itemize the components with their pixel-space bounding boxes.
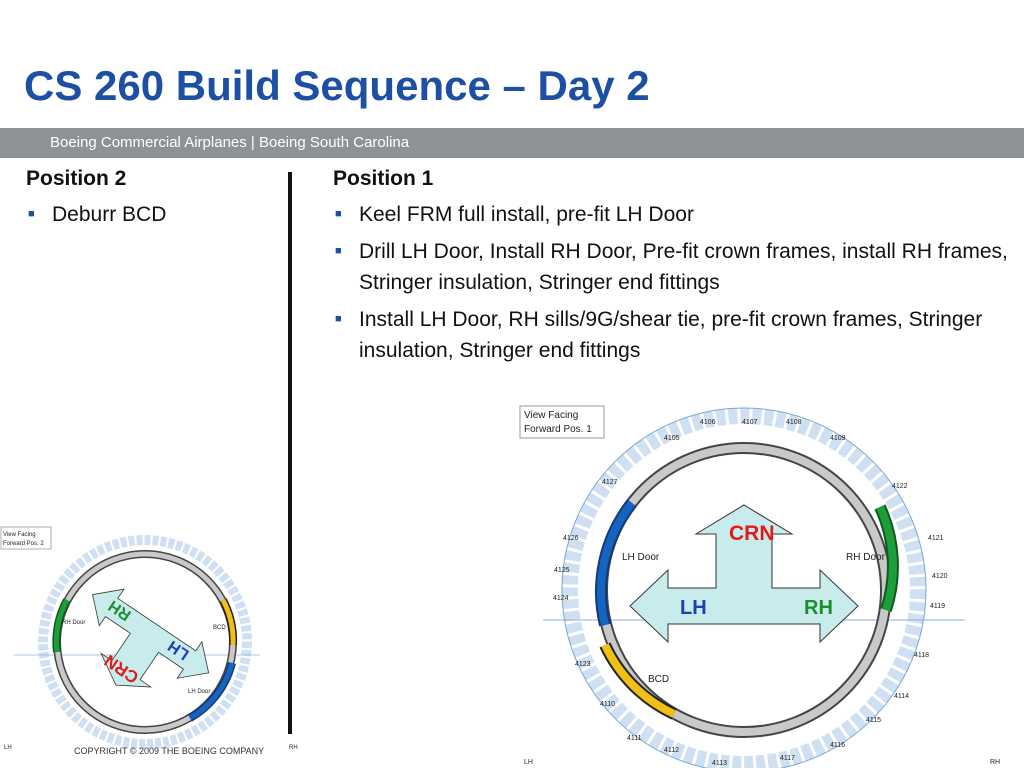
list-item: ■ Drill LH Door, Install RH Door, Pre-fit… — [333, 236, 1023, 298]
bullet-square-icon: ■ — [335, 245, 342, 257]
view-label-box — [0, 526, 52, 550]
station-label: 4115 — [866, 717, 881, 724]
bcd-arc-fill — [220, 598, 236, 646]
direction-arrow — [92, 588, 210, 688]
station-label: 4126 — [563, 535, 579, 542]
side-label-rh: RH — [990, 759, 1000, 766]
bullet-square-icon: ■ — [335, 313, 342, 325]
station-label: 4127 — [602, 479, 618, 486]
station-label: 4117 — [780, 755, 795, 762]
rh-door-arc-fill — [53, 598, 70, 653]
list-item: ■ Deburr BCD — [26, 199, 276, 230]
lh-door-arc-fill — [188, 662, 235, 721]
station-label: 4120 — [932, 573, 948, 580]
position-1-heading: Position 1 — [333, 167, 434, 190]
rh-door-label: RH Door — [62, 620, 85, 626]
side-label-rh: RH — [289, 745, 298, 751]
frame-segment-band — [38, 535, 252, 749]
frame-segment-outline — [561, 407, 927, 768]
bullet-text: Drill LH Door, Install RH Door, Pre-fit … — [359, 240, 1008, 294]
lh-door-arc-fill — [597, 500, 636, 626]
header-banner: Boeing Commercial Airplanes | Boeing Sou… — [0, 128, 1024, 158]
position-2-fuselage-diagram: View Facing Forward Pos. 2 CRN LH RH RH … — [0, 526, 298, 751]
station-label: 4118 — [914, 652, 929, 659]
view-label-line1: View Facing — [524, 410, 578, 421]
station-label: 4105 — [664, 435, 680, 442]
bcd-arc-fill — [601, 643, 676, 718]
side-label-lh: LH — [524, 759, 533, 766]
lh-door-label: LH Door — [188, 689, 210, 695]
position-2-bullets: ■ Deburr BCD — [26, 199, 276, 230]
station-label: 4116 — [830, 742, 845, 749]
station-label: 4111 — [627, 735, 642, 742]
station-label: 4107 — [742, 419, 758, 426]
copyright-notice: COPYRIGHT © 2009 THE BOEING COMPANY — [74, 746, 265, 756]
position-2-column: Position 2 ■ Deburr BCD — [26, 167, 276, 236]
bullet-text: Install LH Door, RH sills/9G/shear tie, … — [359, 308, 983, 362]
column-divider — [288, 172, 292, 734]
station-label: 4112 — [664, 747, 679, 754]
position-1-bullets: ■Keel FRM full install, pre-fit LH Door … — [333, 199, 1023, 366]
banner-text: Boeing Commercial Airplanes | Boeing Sou… — [50, 134, 410, 151]
station-label: 4125 — [554, 567, 570, 574]
direction-arrow — [629, 504, 859, 644]
view-label-box — [519, 405, 605, 439]
list-item: ■ Install LH Door, RH sills/9G/shear tie,… — [333, 304, 1023, 366]
side-label-lh: LH — [4, 745, 12, 751]
crn-label: CRN — [729, 522, 775, 545]
bcd-label: BCD — [213, 625, 226, 631]
bullet-text: Deburr BCD — [52, 203, 167, 226]
view-label-line1: View Facing — [3, 532, 36, 538]
station-label: 4122 — [892, 483, 908, 490]
page-title: CS 260 Build Sequence – Day 2 — [24, 62, 650, 109]
lh-door-label: LH Door — [622, 552, 660, 563]
station-label: 4109 — [830, 435, 846, 442]
bullet-square-icon: ■ — [335, 208, 342, 220]
bullet-text: Keel FRM full install, pre-fit LH Door — [359, 203, 694, 226]
station-label: 4119 — [930, 603, 945, 610]
rh-door-label: RH Door — [846, 552, 886, 563]
position-1-fuselage-diagram: View Facing Forward Pos. 1 CRN LH RH LH … — [519, 405, 1000, 768]
station-label: 4124 — [553, 595, 569, 602]
rh-label: RH — [804, 597, 833, 619]
list-item: ■ Keel FRM full install, pre-fit LH Door — [333, 199, 1023, 230]
station-label: 4121 — [928, 535, 944, 542]
station-label: 4113 — [712, 760, 727, 767]
position-2-heading: Position 2 — [26, 167, 127, 190]
position-1-column: Position 1 ■ Keel FRM full install, pre-f… — [333, 167, 1023, 372]
station-label: 4110 — [600, 701, 615, 708]
station-label: 4106 — [700, 419, 716, 426]
lh-label: LH — [680, 597, 707, 619]
bullet-square-icon: ■ — [28, 208, 35, 220]
view-label-line2: Forward Pos. 2 — [3, 541, 44, 547]
rh-door-arc-fill — [876, 505, 897, 612]
station-label: 4123 — [575, 661, 591, 668]
station-label: 4108 — [786, 419, 802, 426]
view-label-line2: Forward Pos. 1 — [524, 424, 592, 435]
station-label: 4114 — [894, 693, 909, 700]
frame-segment-band — [562, 408, 926, 768]
bcd-label: BCD — [648, 674, 669, 685]
